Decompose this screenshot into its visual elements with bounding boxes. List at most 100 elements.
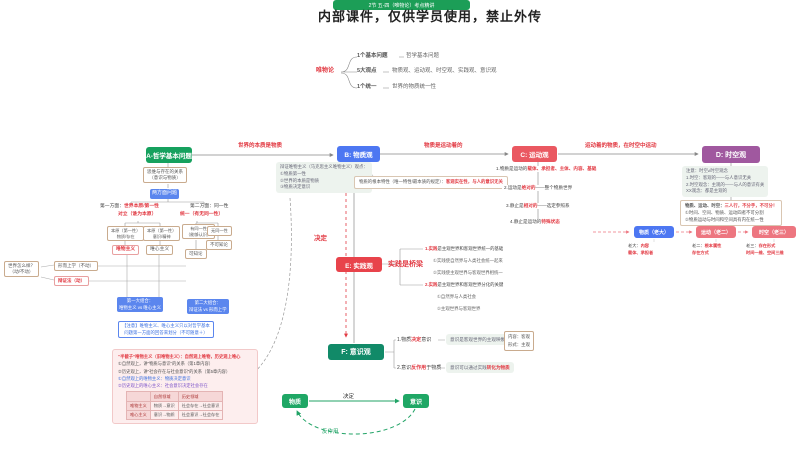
practice-item-1a: ①实践使自然界与人类社会统一起来	[433, 258, 503, 263]
box-unknowable: 不可知论	[206, 240, 232, 251]
sm-key: 老大：	[628, 243, 641, 248]
box-has-identity: 有同一性 （能够认识）	[182, 224, 216, 240]
f1-suffix: 意识	[421, 337, 432, 343]
node-trio-matter[interactable]: 物质（老大）	[634, 226, 674, 238]
opposition-label: 对立（谁为本原）	[118, 212, 157, 217]
e4-key: 2.实践	[425, 282, 438, 287]
note-spacetime-concept: 注意：时空≠时空观念 1.时空：客观的——与人意识无关 2.时空观念：主观的——…	[682, 166, 769, 198]
dm-line2: ①物质第一性	[280, 170, 306, 176]
insep-l1a: 物质、运动、时空：	[685, 203, 725, 208]
relation-line2: （意识与物质）	[149, 175, 181, 181]
c1-key: 载体、承担者、主体、内容、基础	[527, 166, 597, 171]
node-trio-spacetime[interactable]: 时空（老三）	[752, 226, 796, 238]
bottom-decide-label: 决定	[343, 394, 355, 400]
sy-val2: 存在方式	[692, 249, 709, 255]
f2-suffix: 于物质	[426, 365, 442, 371]
sy-key: 老二：	[692, 243, 705, 248]
course-badge: 2节 五-四（唯物论）考点精讲	[333, 0, 470, 10]
trio-matter-sub: 老大：内容 载体、承担者	[628, 243, 653, 256]
sm-val: 内容	[640, 243, 649, 248]
unity-label: 统一（有无同一性）	[180, 212, 224, 217]
box-origin-matter: 本原（第一性） 物质/存在	[107, 226, 145, 242]
half-table-header-nature: 自然领域	[149, 391, 179, 402]
box-half-materialism: “半截子”唯物主义（旧唯物主义）：自然观上唯物，历史观上唯心 ①自然观上，讲“物…	[112, 349, 258, 424]
e1-text: 是主观世界和客观世界统一的基础	[437, 246, 504, 251]
node-practice-view[interactable]: E: 实践观	[336, 257, 382, 272]
half-table-row1-history: 社会存在→社会意识	[177, 400, 224, 411]
combo-1-l1: 第一大组合：	[126, 298, 154, 303]
insep-l2: ①时间、空间、物质、运动四者不可分割	[685, 209, 764, 215]
page-title: 内部课件，仅供学员使用，禁止外传	[318, 9, 543, 24]
c2-key: 绝对的	[521, 185, 536, 190]
node-consciousness-view[interactable]: F: 意识观	[328, 344, 384, 360]
node-trio-motion[interactable]: 运动（老二）	[696, 226, 736, 238]
overview-detail-1: 哲学基本问题	[406, 53, 440, 59]
overview-branch-1: 1个基本问题	[357, 53, 388, 59]
f2-note-prefix: 意识可以通过实践	[450, 365, 487, 370]
insep-l3: ②物质运动与时间和空间具有内在统一性	[685, 216, 764, 222]
e4-text: 是主观世界和客观世界分化的关键	[437, 282, 504, 287]
box-combo-2: 第二大组合： 辩证法 vs 形而上学	[187, 299, 229, 315]
combo-note-l2: 问题第一方面的回答来划分（不可随意＋）	[124, 329, 208, 335]
edge-label-motion-spacetime: 运动着的物质，在时空中运动	[585, 143, 657, 149]
note-matter-property: 物质的根本特性（唯一特性/最本质的规定）：客观实在性，与人的意识无关	[354, 176, 508, 189]
c1-prefix: 1.物质是运动的	[496, 166, 528, 171]
dm-line3: ②世界的本质是物质	[280, 177, 320, 183]
box-dialectics: 辩证法（动）	[54, 276, 89, 287]
edge-label-world-essence: 世界的本质是物质	[238, 143, 283, 149]
c4-key: 特殊状态	[541, 219, 560, 224]
practice-bridge-label: 实践是桥梁	[388, 261, 423, 268]
node-matter-view[interactable]: B: 物质观	[337, 146, 380, 162]
form-subjective: 形式：主观	[508, 341, 530, 347]
practice-item-2: 2.实践是主观世界和客观世界分化的关键	[425, 282, 503, 288]
sy-val: 根本属性	[704, 243, 722, 248]
half-table-row2-label: 唯心主义	[126, 409, 151, 420]
e1-key: 1.实践	[425, 246, 438, 251]
box-combo-1: 第一大组合： 唯物主义 vs 唯心主义	[117, 297, 163, 313]
f1-key: 决定	[411, 337, 422, 343]
node-matter[interactable]: 物质	[282, 394, 308, 408]
has-identity-l2: （能够认识）	[186, 231, 212, 237]
node-spacetime-view[interactable]: D: 时空观	[702, 146, 760, 163]
box-world-how: 世界怎么样？ （动/不动）	[4, 261, 39, 278]
matter-property-l2: 客观实在性，与人的意识无关	[445, 179, 503, 184]
ss-key: 老三：	[746, 243, 759, 248]
decide-label: 决定	[314, 235, 327, 242]
overview-branch-2: 5大观点	[357, 68, 377, 74]
half-table-header-history: 历史领域	[177, 391, 224, 402]
practice-transform-note: 意识可以通过实践转化为物质	[446, 362, 514, 374]
aspect-1: 第一方面：世界本原/第一性	[100, 204, 159, 210]
node-philosophy-basic-question[interactable]: A-哲学基本问题	[146, 147, 192, 163]
aspect-1-prefix: 第一方面：	[100, 204, 124, 209]
content-form-box: 内容：客观 形式：主观	[504, 331, 534, 351]
motion-item-1: 1.物质是运动的载体、承担者、主体、内容、基础	[494, 166, 599, 172]
f2-note-key: 转化为物质	[486, 365, 510, 370]
trio-motion-sub: 老二：根本属性 存在方式	[692, 243, 721, 256]
overview-branch-3: 1个统一	[357, 84, 377, 90]
half-title: “半截子”唯物主义（旧唯物主义）：自然观上唯物，历史观上唯心	[118, 354, 241, 359]
combo-2-l1: 第二大组合：	[194, 300, 221, 305]
insep-l1b: 三人行，不分手，不可分！	[724, 203, 778, 208]
practice-item-1: 1.实践是主观世界和客观世界统一的基础	[425, 246, 503, 252]
c4-prefix: 4.静止是运动的	[510, 219, 542, 224]
node-mind[interactable]: 意识	[403, 394, 429, 408]
practice-item-1b: ②实践使主观世界与客观世界相统一	[433, 270, 503, 275]
ss-val: 存在形式	[758, 243, 776, 248]
dm-line1: 辩证唯物主义（马克思主义唯物主义）观点：	[280, 164, 368, 169]
overview-root[interactable]: 唯物论	[316, 68, 335, 74]
f1-prefix: 1.物质	[397, 337, 412, 343]
sm-val2: 载体、承担者	[628, 249, 654, 255]
node-motion-view[interactable]: C: 运动观	[512, 146, 557, 162]
st-note1-l3: 2.时空观念：主观的——与人的意识有关	[686, 181, 765, 187]
box-idealism: 唯心主义	[146, 245, 174, 256]
trio-spacetime-sub: 老三：存在形式 时间一维、空间三维	[746, 243, 784, 256]
c3-key: 相对的	[523, 203, 538, 208]
st-note1-l2: 1.时空：客观的——与人意识无关	[686, 174, 752, 180]
c2-suffix: ——整个物质世界	[535, 185, 573, 190]
half-table-row1-nature: 物质→意识	[149, 400, 179, 411]
origin-matter-l1: 本原（第一性）	[111, 228, 141, 233]
box-origin-mind: 本原（第一性） 意识/精神	[143, 226, 181, 242]
box-metaphysics: 形而上学（不动）	[54, 261, 98, 272]
has-identity-l1: 有同一性	[190, 226, 207, 231]
half-table: 自然领域 历史领域 唯物主义 物质→意识 社会存在→社会意识 唯心主义 意识→物…	[126, 391, 224, 420]
